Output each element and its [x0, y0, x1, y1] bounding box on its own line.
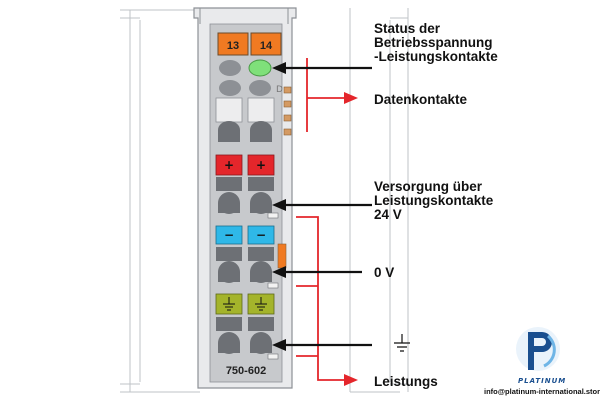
marker-tab: [267, 212, 279, 219]
status-label: Status der Betriebsspannung -Leistungsko…: [374, 21, 498, 64]
terminal-block-1: [215, 97, 275, 142]
zero-volt-label: 0 V: [374, 265, 395, 280]
power-contacts-label: Leistungs: [374, 374, 438, 389]
minus-terminal-blocks: − −: [215, 225, 287, 283]
brand-email: info@platinum-international.store: [484, 387, 600, 396]
minus-mark: −: [224, 228, 234, 242]
supply-label: Versorgung über Leistungskontakte 24 V: [374, 179, 494, 222]
platinum-logo-icon: [516, 327, 560, 371]
plus-mark: +: [256, 158, 266, 172]
terminal-number-label: 14: [260, 40, 273, 52]
red-arrowheads: [344, 92, 358, 386]
red-brackets: [296, 58, 346, 381]
data-contacts-label: Datenkontakte: [374, 92, 468, 107]
model-number: 750-602: [226, 365, 266, 377]
status-led: [248, 59, 272, 77]
ground-symbol-icon: [394, 334, 410, 352]
led-row: D: [219, 59, 283, 96]
terminal-number-label: 13: [227, 40, 239, 52]
minus-mark: −: [256, 228, 266, 242]
din-rail-outline: [120, 8, 409, 393]
black-arrows: [272, 62, 372, 351]
plus-mark: +: [224, 158, 234, 172]
data-contacts: [283, 86, 292, 136]
terminal-number-14: 14: [250, 32, 282, 56]
ground-icon: [223, 297, 267, 311]
terminal-number-13: 13: [217, 32, 249, 56]
ground-terminal-blocks: [215, 293, 275, 354]
brand-name: PLATINUM: [518, 377, 567, 385]
svg-text:D: D: [276, 85, 283, 95]
plus-terminal-blocks: + +: [215, 154, 275, 214]
